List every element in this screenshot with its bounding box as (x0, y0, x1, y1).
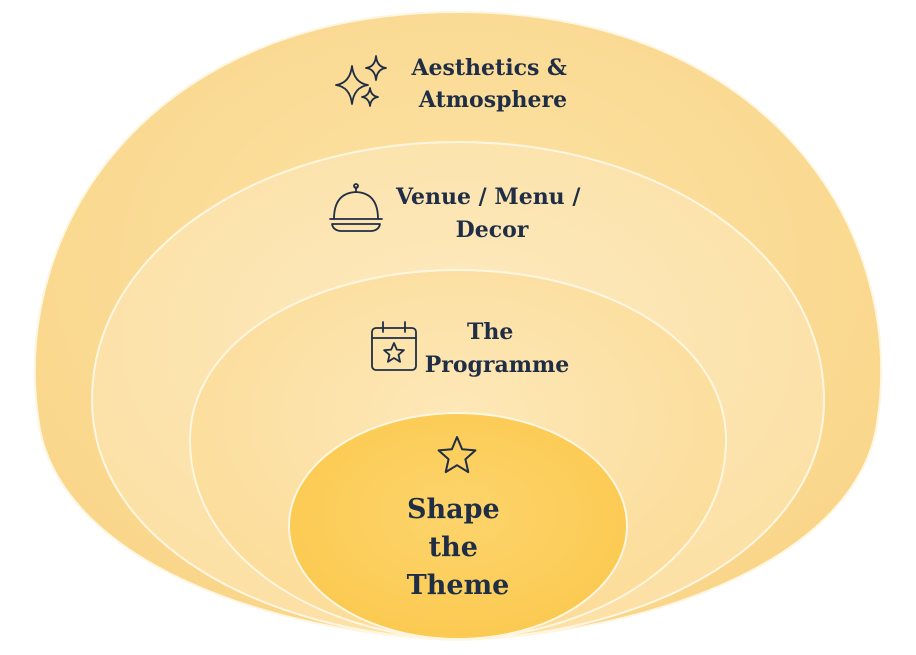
core-shape-the-theme: Shape the Theme (288, 412, 628, 640)
sparkles-icon (335, 55, 387, 107)
layer-aesthetics-line-2: Atmosphere (418, 87, 567, 113)
star-icon (437, 436, 477, 474)
core-ellipse (288, 412, 628, 640)
core-label: Shape the Theme (407, 494, 510, 601)
layer-programme-line-1: The (467, 319, 513, 345)
calendar-star-icon (371, 321, 417, 371)
core-line-1: Shape (407, 494, 500, 525)
layer-venue-label: Venue / Menu / Decor (395, 184, 588, 243)
layer-venue-line-1: Venue / Menu / (395, 184, 581, 210)
core-line-3: Theme (407, 570, 510, 601)
cloche-icon (329, 183, 383, 232)
layer-aesthetics-line-1: Aesthetics & (410, 55, 567, 81)
layer-programme-label: The Programme (425, 319, 570, 378)
layer-venue-line-2: Decor (456, 217, 529, 243)
layer-aesthetics-label: Aesthetics & Atmosphere (410, 55, 574, 113)
core-line-2: the (429, 532, 478, 563)
layer-programme-line-2: Programme (425, 352, 570, 378)
